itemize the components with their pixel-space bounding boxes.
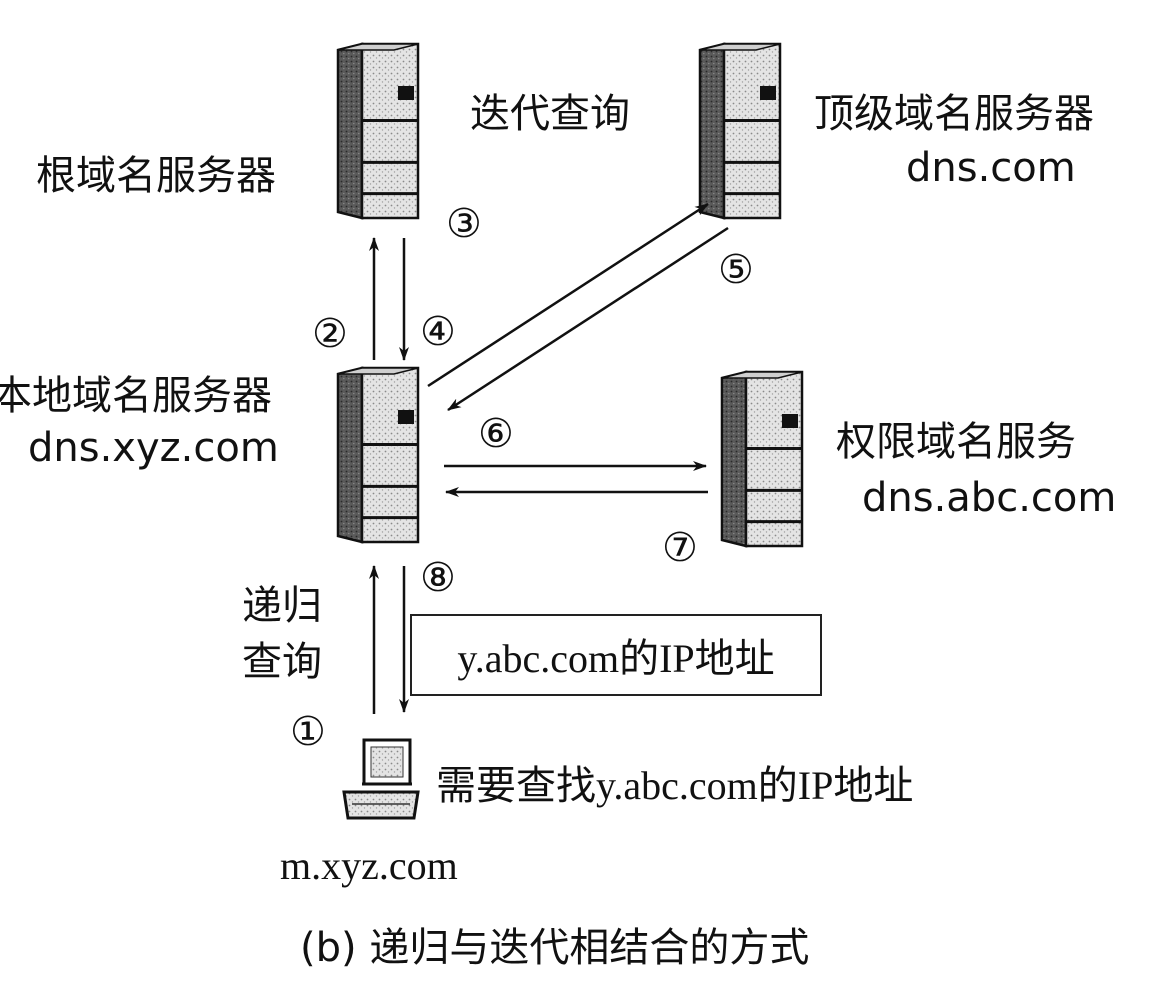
local-server-domain: dns.xyz.com	[28, 425, 279, 471]
ip-address-result-box: y.abc.com的IP地址	[410, 614, 822, 696]
step-7-marker: ⑦	[662, 525, 698, 571]
iterative-query-label: 迭代查询	[470, 91, 630, 137]
step-5-marker: ⑤	[718, 247, 754, 293]
figure-caption: (b) 递归与迭代相结合的方式	[300, 925, 810, 971]
tld-server-domain: dns.com	[906, 145, 1076, 191]
client-domain: m.xyz.com	[280, 843, 458, 888]
step-3-marker: ③	[446, 201, 482, 247]
step-3-arrow	[427, 202, 709, 388]
step-1-marker: ①	[290, 709, 326, 755]
tld-server-icon	[698, 42, 782, 220]
local-server-label: 本地域名服务器	[0, 373, 272, 419]
recursive-query-label-line2: 查询	[242, 639, 322, 685]
authoritative-server-label: 权限域名服务	[836, 419, 1076, 465]
step-8-marker: ⑧	[420, 555, 456, 601]
step-2-marker: ②	[312, 311, 348, 357]
step-5-arrow	[447, 226, 729, 412]
client-computer-icon	[342, 738, 420, 820]
step-6-marker: ⑥	[478, 411, 514, 457]
authoritative-server-icon	[720, 370, 804, 548]
step-4-marker: ④	[420, 309, 456, 355]
recursive-query-label-line1: 递归	[242, 583, 322, 629]
client-query-note: 需要查找y.abc.com的IP地址	[436, 763, 914, 808]
root-server-icon	[336, 42, 420, 220]
authoritative-server-domain: dns.abc.com	[862, 475, 1117, 521]
root-server-label: 根域名服务器	[36, 153, 276, 199]
tld-server-label: 顶级域名服务器	[814, 91, 1094, 137]
local-server-icon	[336, 366, 420, 544]
